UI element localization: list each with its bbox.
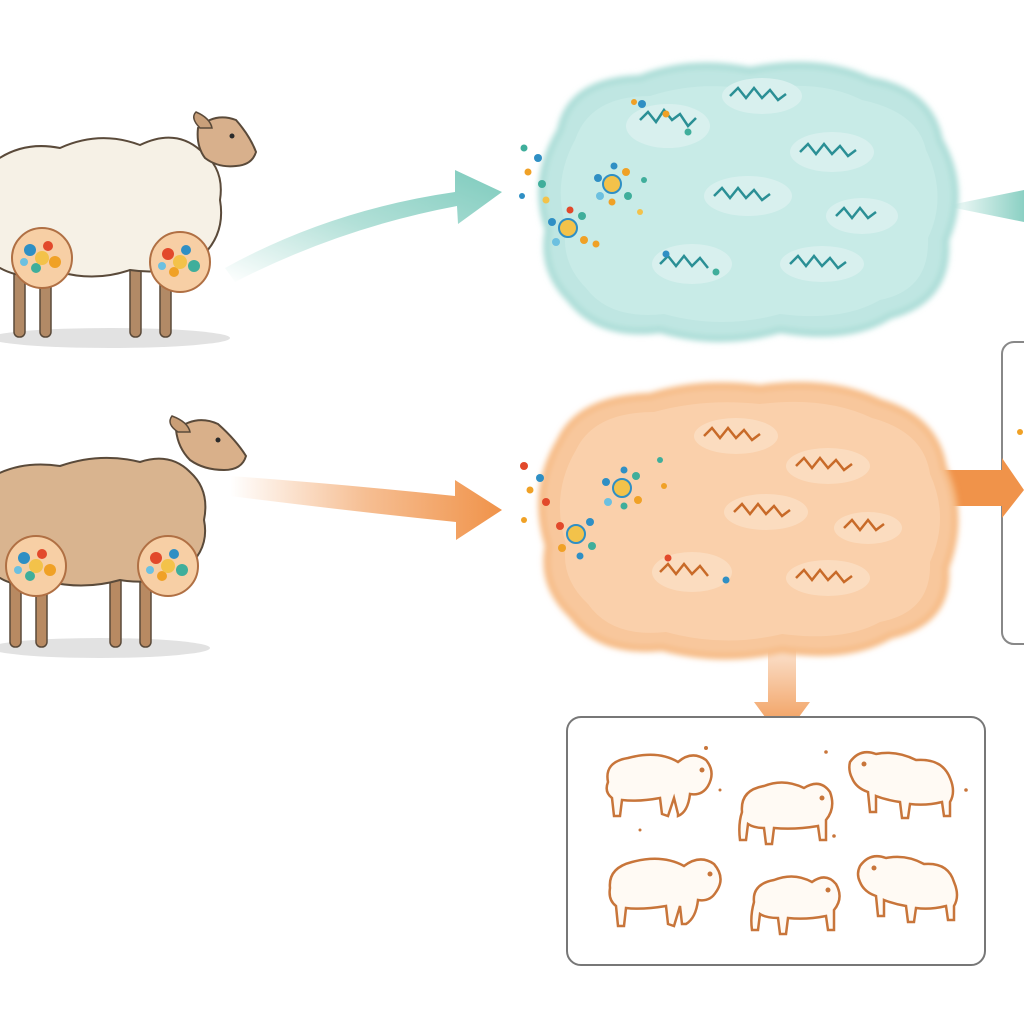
sheep-bottom-ear: [169, 415, 191, 433]
molecule-blob: [652, 244, 732, 284]
output-animal: [750, 875, 841, 936]
sheep-top-leg: [129, 261, 142, 338]
molecule-blob: [694, 418, 778, 454]
scattered-particles: [520, 457, 667, 523]
arrow-teal-top: [225, 170, 502, 282]
molecule-blob: [786, 560, 870, 596]
arrow-teal-right: [945, 190, 1024, 222]
particle-cluster: [548, 206, 600, 248]
molecule-blob: [722, 78, 802, 114]
sheep-bottom-eye: [215, 437, 221, 443]
output-animal: [608, 857, 722, 928]
right-panel-particle: [1017, 429, 1023, 435]
arrow-orange-mid: [230, 476, 502, 540]
output-animal: [738, 781, 834, 846]
molecule-blob: [786, 448, 870, 484]
tissue-cluster: [5, 535, 67, 597]
cloud-teal: [519, 61, 959, 342]
arrow-orange-down: [754, 640, 810, 740]
sheep-top-eye: [229, 133, 235, 139]
sheep-bottom: [0, 415, 248, 648]
output-animal: [856, 855, 959, 924]
output-animal: [848, 751, 955, 820]
molecule-blob: [724, 494, 808, 530]
molecule-blob: [826, 198, 898, 234]
molecule-blob: [780, 246, 864, 282]
molecule-blob: [790, 132, 874, 172]
sheep-bottom-shadow: [0, 638, 210, 658]
molecule-blob: [652, 552, 732, 592]
tissue-cluster: [137, 535, 199, 597]
cloud-orange: [520, 382, 959, 660]
molecule-blob: [834, 512, 902, 544]
tissue-cluster: [149, 231, 211, 293]
sheep-top-shadow: [0, 328, 230, 348]
tissue-cluster: [11, 227, 73, 289]
particle-cluster: [556, 518, 596, 560]
sheep-top: [0, 111, 258, 338]
output-specks: [638, 746, 968, 838]
scattered-particles: [519, 99, 647, 215]
sheep-bottom-head: [174, 419, 248, 472]
molecule-blob: [626, 100, 710, 148]
particle-cluster: [602, 466, 642, 510]
output-animal: [605, 753, 713, 818]
sheep-bottom-leg: [109, 574, 122, 648]
molecule-blob: [704, 176, 792, 216]
output-panel: [566, 716, 986, 966]
particle-cluster: [594, 162, 632, 206]
sheep-top-ear: [193, 111, 213, 129]
sheep-top-head: [196, 116, 258, 168]
